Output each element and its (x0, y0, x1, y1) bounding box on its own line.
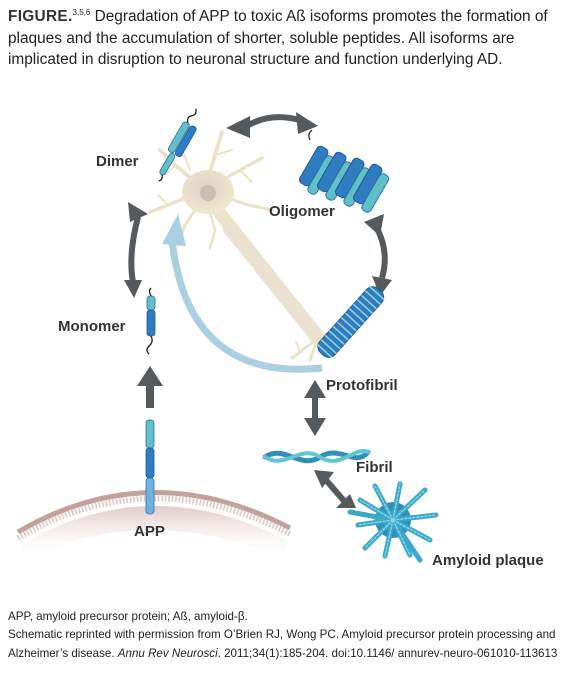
app-protein (145, 419, 155, 515)
credit-line: Schematic reprinted with permission from… (8, 626, 578, 663)
fibril (262, 449, 371, 464)
oligomer-stack (298, 129, 390, 213)
pathway-arrows (124, 112, 392, 508)
figure-refs: 3,5,6 (72, 7, 91, 17)
label-protofibril: Protofibril (326, 377, 398, 394)
amyloid-pathway-diagram: Dimer Oligomer Monomer Protofibril Fibri… (16, 108, 544, 569)
monomer-peptide (146, 287, 156, 355)
amyloid-plaque (347, 481, 439, 563)
footnotes: APP, amyloid precursor protein; Aß, amyl… (8, 608, 578, 663)
abbreviations: APP, amyloid precursor protein; Aß, amyl… (8, 610, 248, 623)
figure-label: FIGURE. (8, 8, 73, 25)
dimer-peptide (158, 108, 197, 182)
label-fibril: Fibril (356, 459, 393, 476)
credit-prefix: Schematic reprinted with permission from… (8, 628, 556, 660)
figure-caption: FIGURE.3,5,6 Degradation of APP to toxic… (8, 6, 580, 71)
return-arrow (162, 214, 323, 373)
label-oligomer: Oligomer (269, 203, 335, 220)
caption-text: Degradation of APP to toxic Aß isoforms … (8, 8, 548, 68)
journal-name: Annu Rev Neurosci (117, 646, 218, 660)
label-monomer: Monomer (58, 318, 126, 335)
label-dimer: Dimer (96, 153, 139, 170)
credit-suffix: . 2011;34(1):185-204. doi:10.1146/ annur… (217, 646, 558, 660)
label-amyloid-plaque: Amyloid plaque (432, 552, 544, 569)
neuron (148, 130, 336, 362)
protofibril (316, 285, 385, 359)
label-app: APP (134, 523, 165, 540)
